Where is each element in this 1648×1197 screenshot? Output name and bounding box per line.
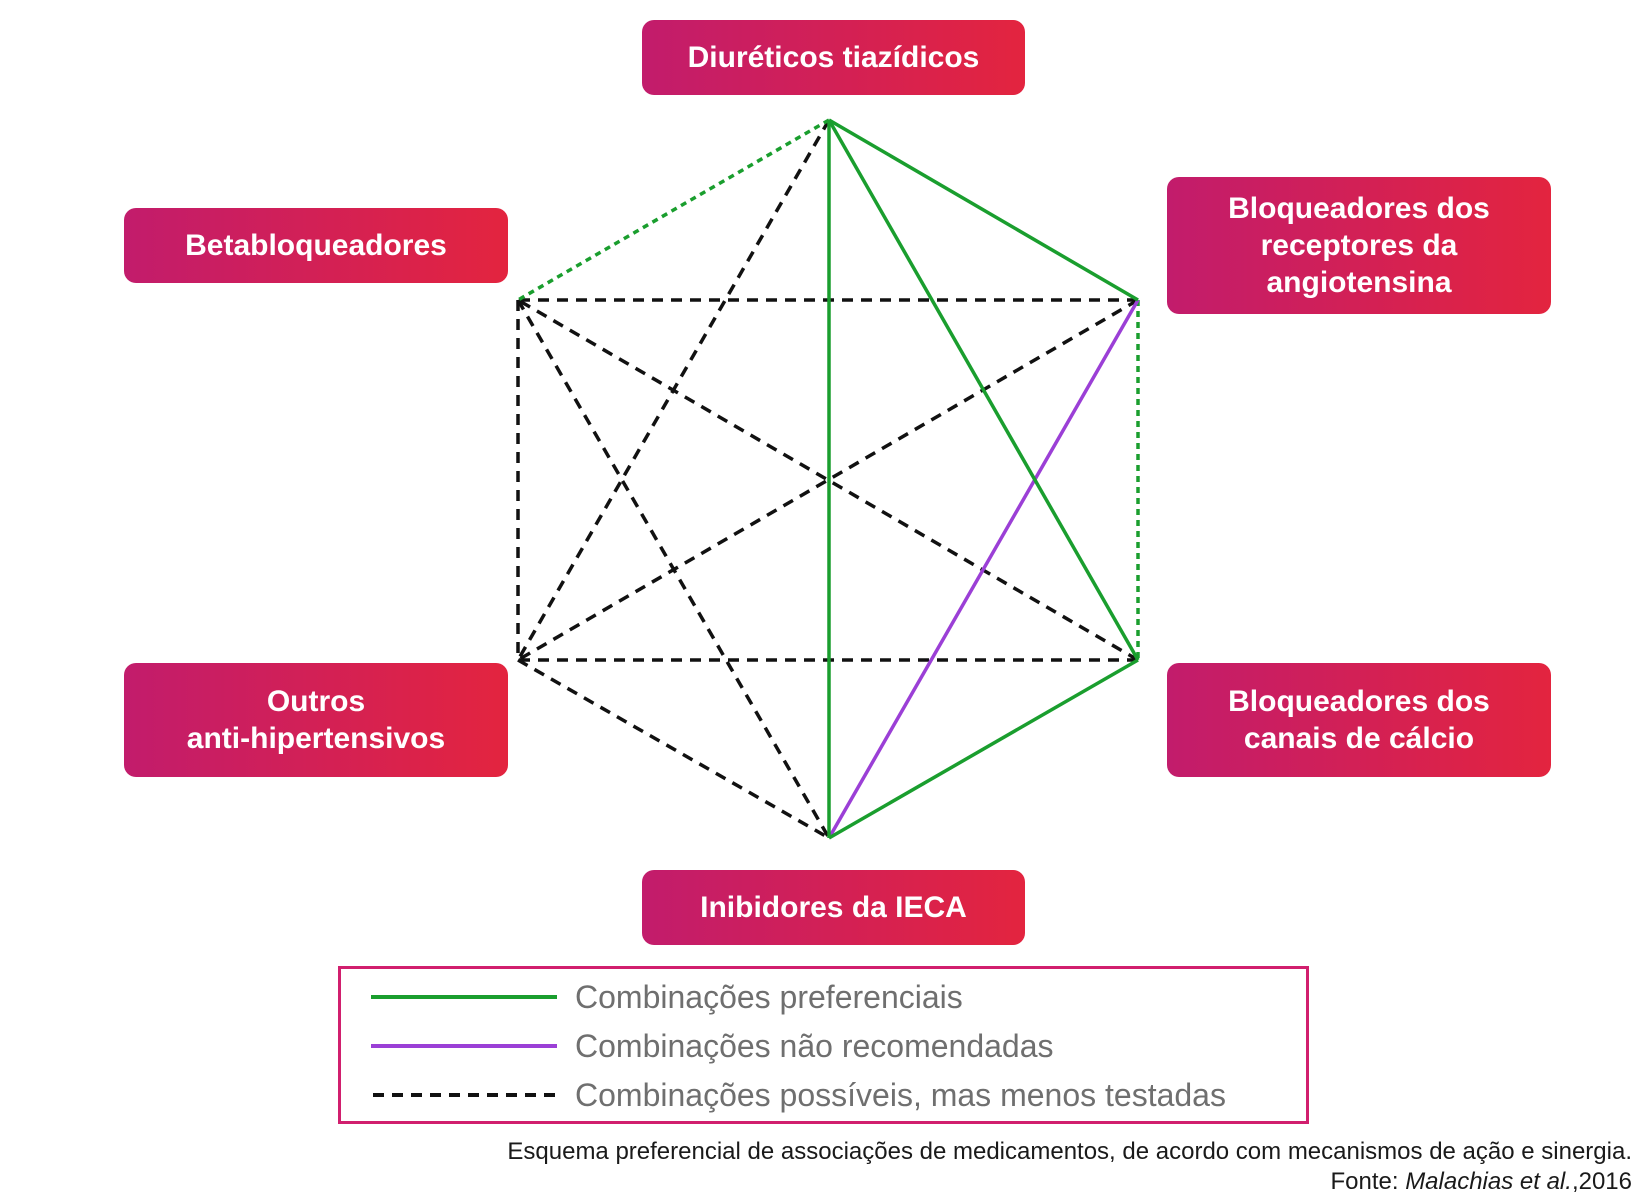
legend-item-not-recommended: Combinações não recomendadas [371, 1026, 1054, 1066]
legend-item-preferred: Combinações preferenciais [371, 977, 963, 1017]
node-bloqueadores-receptores-angiotensina: Bloqueadores dos receptores da angiotens… [1167, 177, 1551, 314]
node-label: Bloqueadores dos canais de cálcio [1228, 685, 1490, 755]
connection-upper-right-to-bottom [827, 299, 1140, 839]
node-diureticos-tiazidicos: Diuréticos tiazídicos [642, 20, 1025, 95]
legend-swatch-preferred [371, 995, 557, 999]
source-prefix: Fonte: [1330, 1168, 1406, 1195]
figure-source: Fonte: Malachias et al.,2016 [1330, 1166, 1632, 1197]
legend-label: Combinações possíveis, mas menos testada… [575, 1076, 1226, 1113]
legend-item-possible: Combinações possíveis, mas menos testada… [371, 1075, 1226, 1115]
node-label: Inibidores da IECA [700, 891, 967, 924]
figure-caption: Esquema preferencial de associações de m… [507, 1138, 1632, 1165]
source-year: ,2016 [1571, 1168, 1632, 1195]
connection-lower-left-to-bottom [517, 658, 830, 840]
legend-label: Combinações preferenciais [575, 978, 963, 1015]
node-outros-anti-hipertensivos: Outros anti-hipertensivos [124, 663, 508, 777]
node-inibidores-ieca: Inibidores da IECA [642, 870, 1025, 945]
connection-lower-right-to-bottom [828, 658, 1139, 840]
connection-top-to-upper-left [517, 118, 830, 302]
connection-upper-right-to-lower-left [517, 298, 1139, 662]
node-label: Outros anti-hipertensivos [186, 685, 446, 755]
connection-top-to-upper-right [828, 118, 1139, 302]
node-label: Diuréticos tiazídicos [687, 41, 980, 74]
connection-lower-right-to-upper-left [517, 298, 1139, 662]
source-author: Malachias et al. [1405, 1168, 1572, 1195]
node-bloqueadores-canais-calcio: Bloqueadores dos canais de cálcio [1167, 663, 1551, 777]
legend: Combinações preferenciais Combinações nã… [338, 966, 1309, 1124]
node-label: Bloqueadores dos receptores da angiotens… [1228, 192, 1490, 299]
connection-upper-left-to-bottom [516, 299, 831, 839]
legend-label: Combinações não recomendadas [575, 1027, 1054, 1064]
connection-top-to-lower-right [827, 119, 1140, 661]
legend-swatch-not-recommended [371, 1044, 557, 1048]
node-betabloqueadores: Betabloqueadores [124, 208, 508, 283]
legend-swatch-possible [373, 1093, 557, 1097]
node-label: Betabloqueadores [185, 229, 447, 262]
